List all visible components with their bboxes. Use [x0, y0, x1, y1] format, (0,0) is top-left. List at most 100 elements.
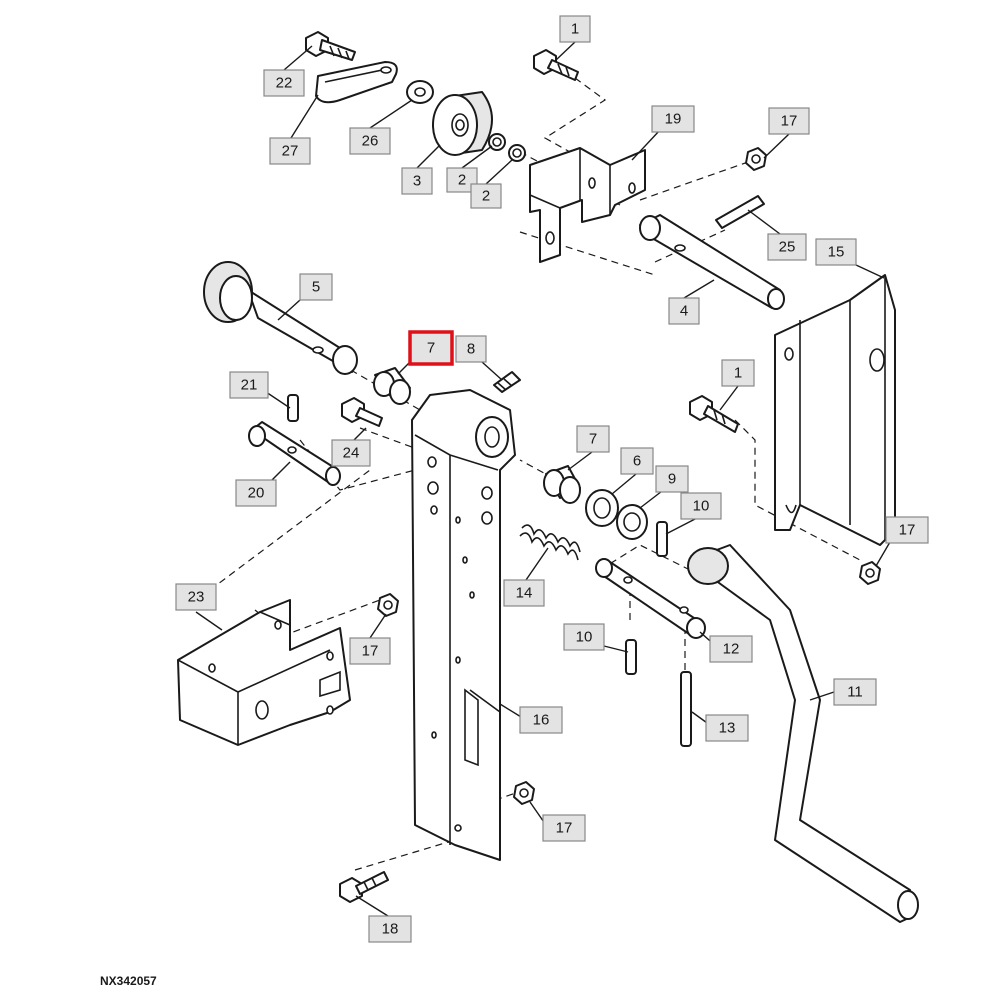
- part-4-shaft: [639, 214, 785, 310]
- callout-26[interactable]: 26: [349, 127, 391, 155]
- callout-16[interactable]: 16: [519, 706, 563, 734]
- callout-label: 9: [668, 471, 676, 488]
- part-16-lever-arm: [411, 389, 516, 861]
- callout-10-upper[interactable]: 10: [680, 492, 722, 520]
- callout-18[interactable]: 18: [368, 915, 412, 943]
- callout-22[interactable]: 22: [263, 69, 305, 97]
- callout-label: 23: [188, 589, 205, 606]
- callout-label: 26: [362, 133, 379, 150]
- callout-15[interactable]: 15: [815, 238, 857, 266]
- callout-label: 14: [516, 585, 533, 602]
- part-8-grease-fitting: [493, 371, 521, 393]
- callout-2-second[interactable]: 2: [470, 183, 502, 209]
- part-13-roll-pin: [680, 671, 692, 747]
- part-26-washer: [406, 80, 434, 104]
- callout-9[interactable]: 9: [655, 465, 689, 493]
- part-25-pin: [715, 195, 765, 229]
- callout-17-lower[interactable]: 17: [542, 814, 586, 842]
- callout-23[interactable]: 23: [175, 583, 217, 611]
- callout-7-upper[interactable]: 7: [408, 330, 454, 366]
- callout-label: 21: [241, 377, 258, 394]
- callout-label: 25: [779, 239, 796, 256]
- callout-label: 7: [427, 340, 435, 357]
- callout-label: 2: [482, 188, 490, 205]
- callout-1-top[interactable]: 1: [559, 15, 591, 43]
- part-6-washer: [585, 489, 619, 527]
- part-24-bolt: [341, 397, 383, 427]
- callout-label: 10: [693, 498, 710, 515]
- part-23-mounting-bracket: [177, 599, 351, 746]
- callout-label: 22: [276, 75, 293, 92]
- callout-label: 16: [533, 712, 550, 729]
- part-7-bushing-upper: [373, 367, 411, 405]
- part-17-nut-left: [377, 593, 399, 617]
- part-27-clamp: [315, 61, 398, 104]
- callout-7-lower[interactable]: 7: [576, 425, 610, 453]
- callout-8[interactable]: 8: [455, 335, 487, 363]
- figure-id: NX342057: [100, 974, 157, 988]
- callout-label: 6: [633, 453, 641, 470]
- part-10-pin-lower: [625, 639, 637, 675]
- callout-6[interactable]: 6: [620, 447, 654, 475]
- callout-label: 13: [719, 720, 736, 737]
- callout-17-right[interactable]: 17: [885, 516, 929, 544]
- callout-label: 17: [781, 113, 798, 130]
- callout-1-middle[interactable]: 1: [721, 359, 755, 387]
- callout-label: 17: [556, 820, 573, 837]
- part-5-pulley-pin: [203, 261, 358, 375]
- callout-label: 11: [847, 684, 863, 701]
- part-19-bracket: [529, 147, 646, 263]
- callout-label: 8: [467, 341, 475, 358]
- callout-label: 1: [571, 21, 579, 38]
- part-21-pin: [287, 394, 299, 422]
- part-1-bolt-middle: [689, 395, 739, 433]
- callout-20[interactable]: 20: [235, 479, 277, 507]
- callout-label: 15: [828, 244, 845, 261]
- part-17-nut-top: [745, 147, 767, 171]
- callout-label: 7: [589, 431, 597, 448]
- callout-label: 17: [362, 643, 379, 660]
- callout-17-left[interactable]: 17: [349, 637, 391, 665]
- part-20-pin: [248, 421, 341, 486]
- part-1-bolt-top: [533, 49, 579, 81]
- callout-17-top[interactable]: 17: [768, 107, 810, 135]
- callout-label: 12: [723, 641, 740, 658]
- callout-label: 2: [458, 172, 466, 189]
- callout-label: 10: [576, 629, 593, 646]
- part-2-rings: [488, 133, 526, 162]
- part-14-spring: [519, 524, 581, 561]
- callout-10-lower[interactable]: 10: [563, 623, 605, 651]
- callout-label: 1: [734, 365, 742, 382]
- callout-21[interactable]: 21: [229, 371, 269, 399]
- part-11-handle: [687, 544, 919, 923]
- part-10-pin-upper: [656, 521, 668, 557]
- callout-label: 18: [382, 921, 399, 938]
- callout-label: 4: [680, 303, 688, 320]
- callout-label: 19: [665, 111, 682, 128]
- callout-3[interactable]: 3: [401, 167, 433, 195]
- callout-24[interactable]: 24: [331, 439, 371, 467]
- callout-14[interactable]: 14: [503, 579, 545, 607]
- callout-12[interactable]: 12: [709, 635, 753, 663]
- callout-label: 20: [248, 485, 265, 502]
- callout-label: 5: [312, 279, 320, 296]
- part-7-bushing-lower: [543, 465, 581, 504]
- callout-27[interactable]: 27: [269, 137, 311, 165]
- part-17-nut-lower: [513, 781, 535, 805]
- callout-label: 17: [899, 522, 916, 539]
- callout-11[interactable]: 11: [833, 678, 877, 706]
- part-3-roller: [432, 91, 493, 156]
- part-9-washer: [616, 504, 648, 540]
- part-18-bolt: [339, 871, 389, 903]
- callout-13[interactable]: 13: [705, 714, 749, 742]
- callout-5[interactable]: 5: [299, 273, 333, 301]
- part-15-channel-bracket: [774, 274, 896, 546]
- callout-label: 27: [282, 143, 299, 160]
- callout-19[interactable]: 19: [651, 105, 695, 133]
- callout-4[interactable]: 4: [668, 297, 700, 325]
- callout-label: 24: [343, 445, 360, 462]
- part-17-nut-right: [859, 561, 881, 585]
- callout-label: 3: [413, 173, 421, 190]
- callout-25[interactable]: 25: [767, 233, 807, 261]
